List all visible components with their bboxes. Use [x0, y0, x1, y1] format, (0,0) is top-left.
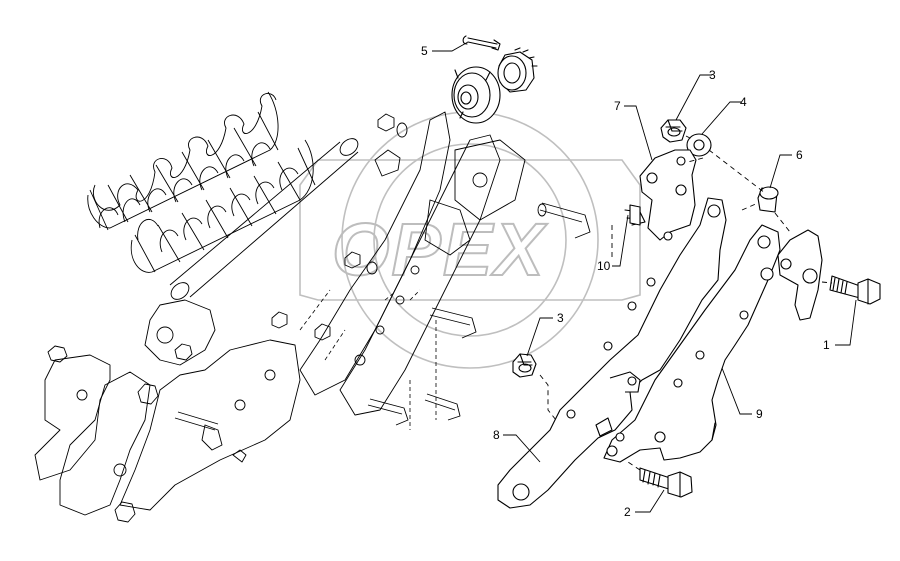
callout-8: 8: [493, 428, 500, 442]
part-3-nut-upper: [660, 119, 687, 143]
watermark-text: OPEX: [332, 208, 548, 291]
ghost-fasteners: [47, 113, 591, 523]
callout-10: 10: [597, 259, 611, 273]
compression-spring-lower: [130, 139, 316, 273]
callout-9: 9: [756, 407, 763, 421]
part-1-bolt: [829, 275, 881, 305]
bearing-cap: [497, 47, 538, 93]
part-3-nut-lower: [512, 353, 537, 378]
callout-labels: 1 2 3 3 4 5 6 7 8 9 10: [421, 44, 830, 519]
watermark-plate: [299, 159, 641, 301]
callout-6: 6: [796, 148, 803, 162]
watermark-gear-inner: [373, 143, 567, 337]
callout-5: 5: [421, 44, 428, 58]
part-6-bushing: [757, 186, 779, 213]
part-9-long-plate: [603, 224, 781, 463]
opex-watermark: OPEX: [299, 111, 641, 369]
compression-spring-upper: [87, 91, 279, 231]
part-4-washer: [686, 133, 712, 157]
part-7-bracket-plate: [624, 149, 697, 241]
callout-4: 4: [740, 95, 747, 109]
callout-3-upper: 3: [709, 68, 716, 82]
alignment-lines: [539, 135, 833, 471]
part-1-small-bracket: [777, 229, 823, 321]
ghost-assembly: [34, 91, 591, 523]
part-2-bolt: [639, 467, 693, 498]
ghost-side-plates: [34, 299, 301, 516]
callout-leaders: [432, 41, 857, 513]
bearing-hub: [451, 66, 501, 124]
callout-7: 7: [614, 99, 621, 113]
callout-1: 1: [823, 338, 830, 352]
part-5-pin-and-bearing: [451, 35, 538, 124]
callout-2: 2: [624, 505, 631, 519]
callout-3-lower: 3: [557, 311, 564, 325]
part-8-long-plate: [497, 197, 727, 509]
ghost-tube: [169, 138, 359, 300]
ghost-linkage: [299, 111, 526, 430]
